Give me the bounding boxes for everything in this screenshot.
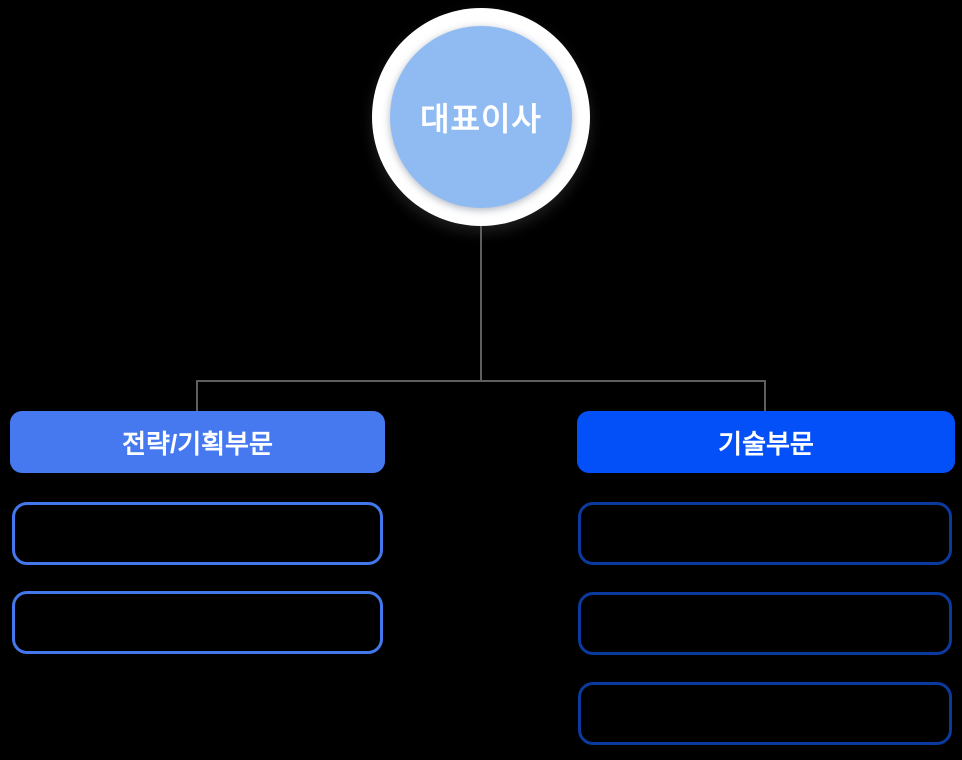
division-header-technology-label: 기술부문: [718, 428, 814, 459]
empty-slot-technology-3: [578, 682, 952, 745]
division-header-strategy-planning: 전략/기획부문: [10, 411, 385, 473]
empty-slot-strategy-1: [12, 502, 383, 565]
connector-horizontal: [196, 380, 766, 382]
connector-stem: [480, 226, 482, 381]
ceo-node-label: 대표이사: [420, 101, 542, 137]
connector-drop-right: [764, 380, 766, 412]
division-header-strategy-planning-label: 전략/기획부문: [122, 428, 273, 459]
empty-slot-technology-1: [578, 502, 952, 565]
ceo-node-circle: 대표이사: [390, 26, 572, 208]
empty-slot-strategy-2: [12, 591, 383, 654]
ceo-node: 대표이사: [372, 8, 590, 226]
division-header-technology: 기술부문: [577, 411, 955, 473]
connector-drop-left: [196, 380, 198, 412]
empty-slot-technology-2: [578, 592, 952, 655]
